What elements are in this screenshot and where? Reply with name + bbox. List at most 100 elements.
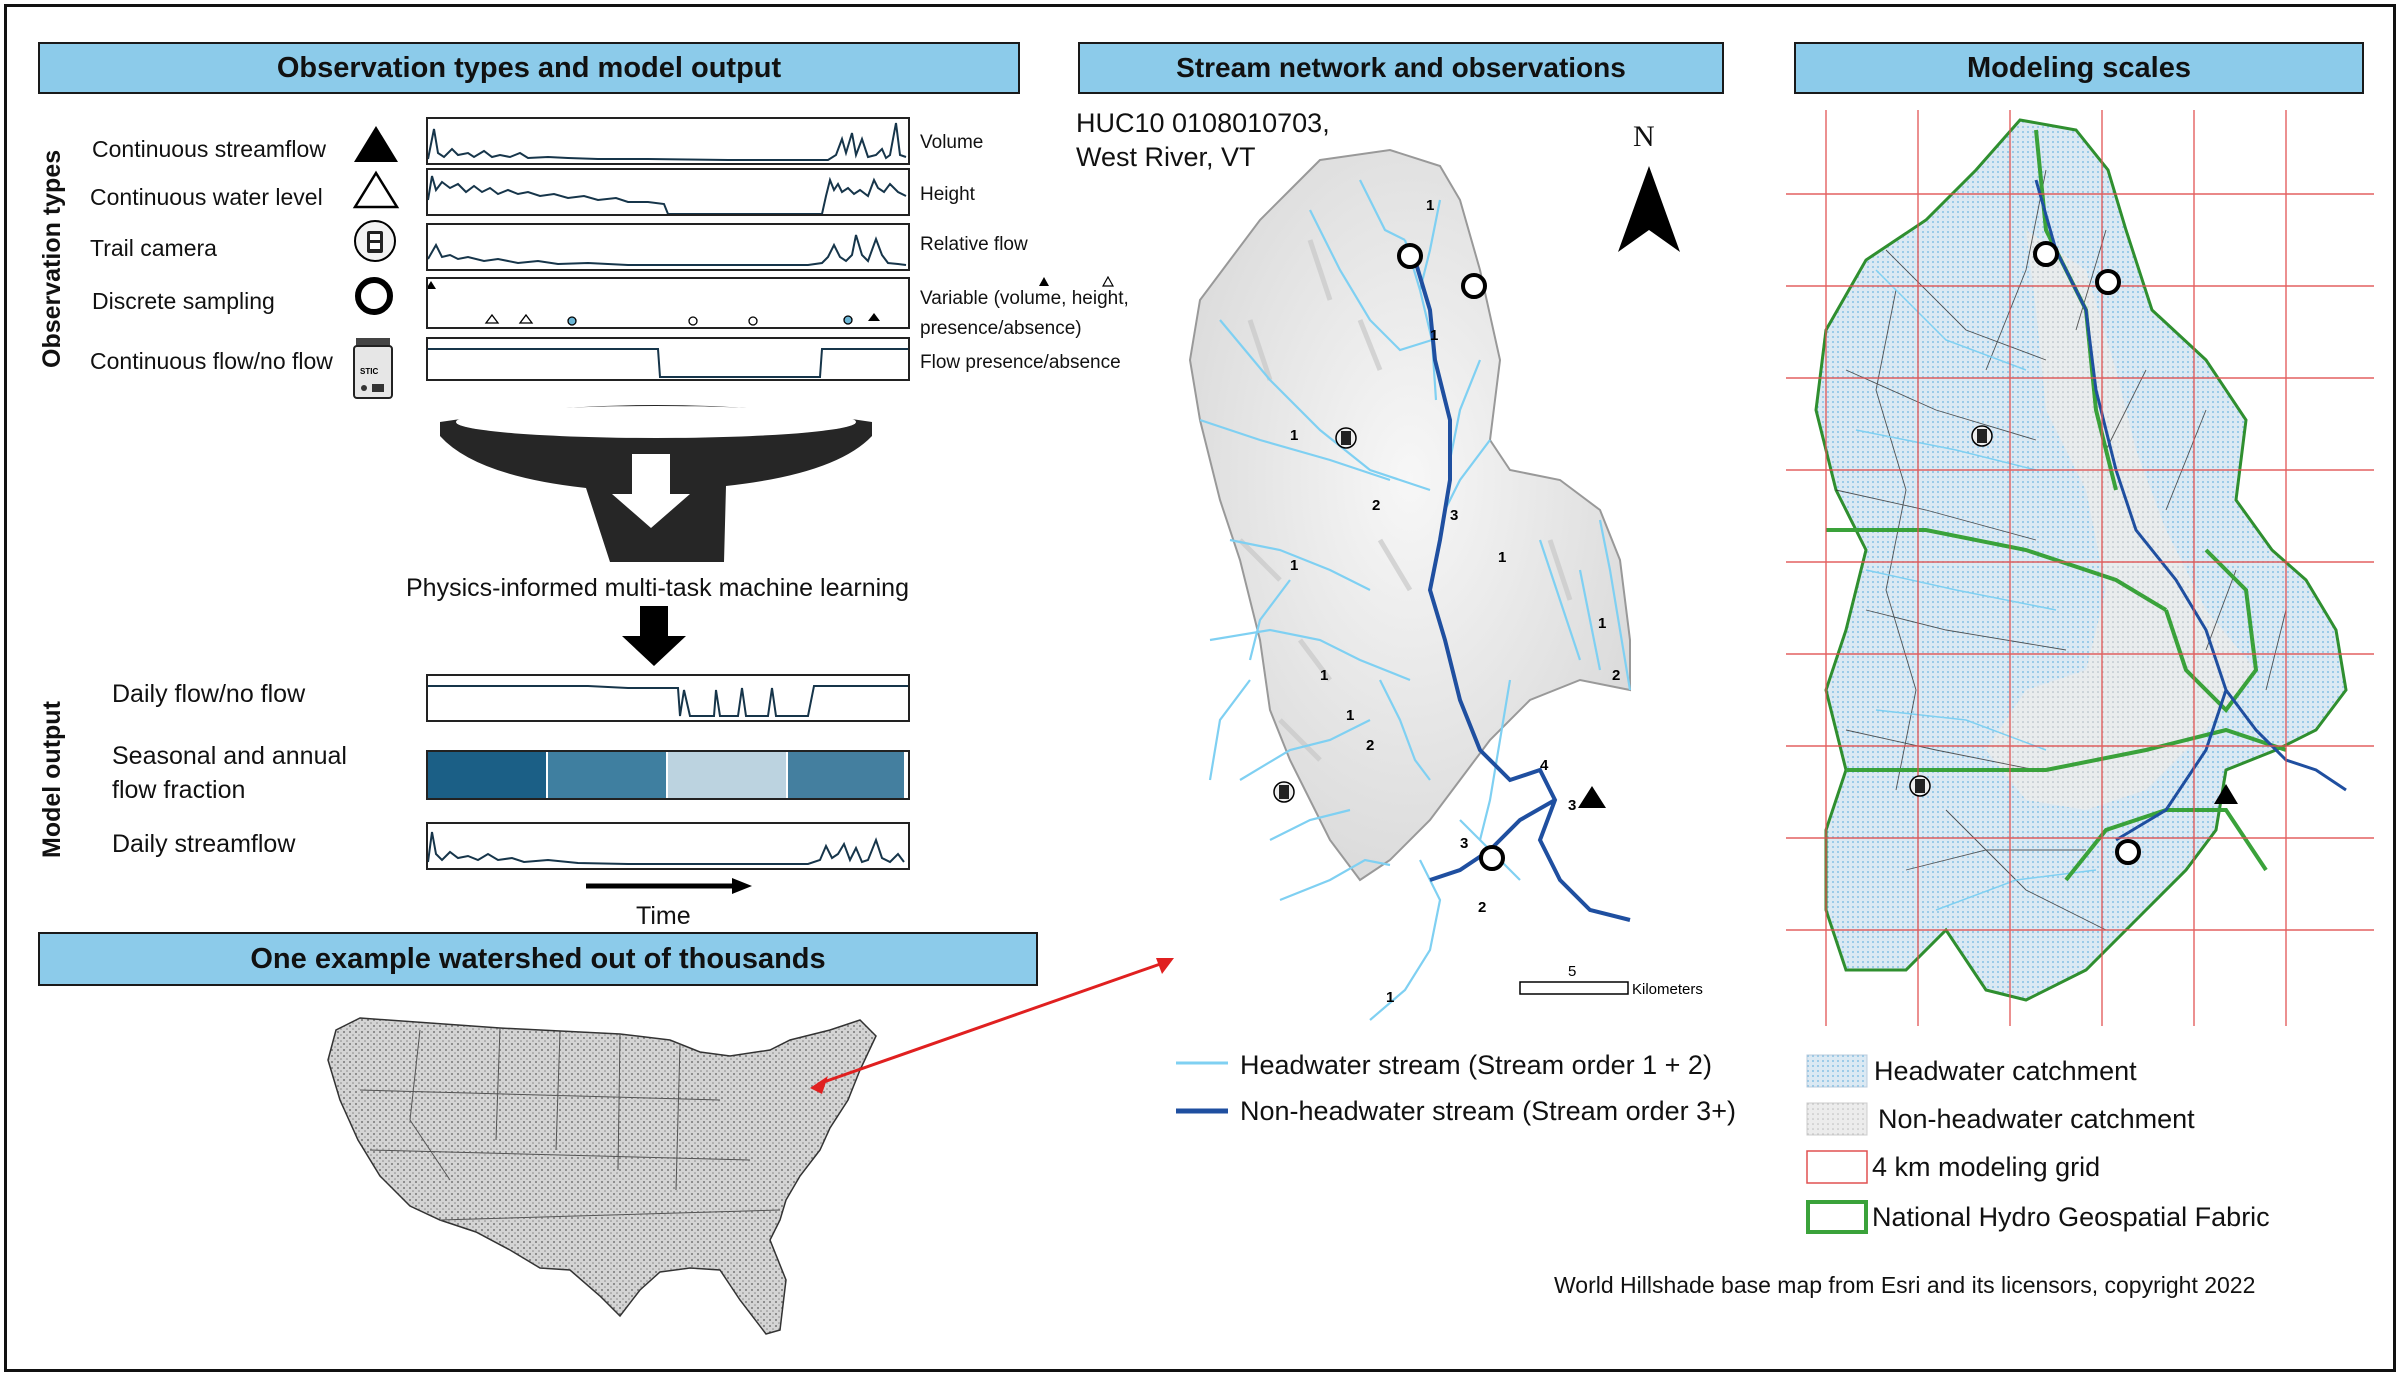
stream-order-label: 3 — [1568, 797, 1576, 814]
ts-discrete — [426, 277, 910, 329]
headwater-swatch — [1806, 1054, 1868, 1088]
obs-name-trail-camera: Trail camera — [90, 235, 217, 261]
time-arrow — [586, 878, 752, 894]
obs-name-discrete-sampling: Discrete sampling — [92, 288, 275, 314]
trail-camera-site — [1909, 775, 1931, 797]
map-title-line1: HUC10 0108010703, — [1076, 108, 1330, 138]
ts-volume — [426, 117, 910, 165]
nhgf-label: National Hydro Geospatial Fabric — [1872, 1202, 2270, 1232]
headwater-stream-legend-line — [1176, 1061, 1228, 1065]
stream-order-label: 1 — [1320, 667, 1328, 684]
headwater-stream-legend-label: Headwater stream (Stream order 1 + 2) — [1240, 1050, 1712, 1080]
trail-camera-site — [1335, 427, 1357, 449]
scale-bar-unit: Kilometers — [1632, 981, 1703, 998]
non-headwater-swatch — [1806, 1102, 1868, 1136]
down-arrow-icon — [622, 606, 686, 666]
modeling-grid — [1786, 110, 2374, 1026]
ts-height — [426, 168, 910, 216]
stream-order-label: 2 — [1366, 737, 1374, 754]
stream-order-label: 2 — [1612, 667, 1620, 684]
modeling-grid-label: 4 km modeling grid — [1872, 1152, 2101, 1182]
streamflow-gauge-site — [2214, 784, 2238, 804]
obs-name-continuous-water-level: Continuous water level — [90, 184, 323, 210]
nhgf-swatch — [1806, 1200, 1868, 1234]
filled-triangle-icon — [354, 126, 398, 162]
non-headwater-stream-legend-label: Non-headwater stream (Stream order 3+) — [1240, 1096, 1736, 1126]
output-daily-flow-no-flow: Daily flow/no flow — [112, 680, 306, 708]
stream-order-label: 1 — [1346, 707, 1354, 724]
discrete-sampling-site — [1461, 273, 1487, 299]
flow-fraction-bar — [426, 750, 910, 800]
non-headwater-stream-legend-line — [1176, 1108, 1228, 1114]
stream-order-label: 2 — [1372, 497, 1380, 514]
headwater-catchment-label: Headwater catchment — [1874, 1056, 2137, 1086]
ts-flow-presence — [426, 337, 910, 381]
obs-name-continuous-streamflow: Continuous streamflow — [92, 136, 326, 162]
open-triangle-icon — [352, 170, 400, 209]
scale-bar-value: 5 — [1568, 963, 1576, 980]
discrete-sampling-site — [2115, 839, 2141, 865]
header-modeling-scales: Modeling scales — [1794, 42, 2364, 94]
fraction-segment-2 — [548, 752, 666, 798]
stream-order-label: 1 — [1290, 557, 1298, 574]
figure-frame — [4, 4, 2396, 1372]
stream-order-label: 3 — [1460, 835, 1468, 852]
measure-relative-flow: Relative flow — [920, 234, 1028, 255]
connector-arrow — [810, 958, 1174, 1094]
non-headwater-catchment-label: Non-headwater catchment — [1878, 1104, 2195, 1134]
stream-order-label: 1 — [1430, 327, 1438, 344]
fraction-segment-3 — [668, 752, 786, 798]
modeling-scales-map — [1786, 110, 2374, 1026]
watershed-outline — [1188, 148, 1631, 882]
stream-order-label: 1 — [1426, 197, 1434, 214]
output-flow-fraction-line1: Seasonal and annual — [112, 742, 347, 770]
output-daily-streamflow: Daily streamflow — [112, 830, 296, 858]
header-stream-network: Stream network and observations — [1078, 42, 1724, 94]
north-label: N — [1633, 120, 1655, 153]
measure-height: Height — [920, 184, 975, 205]
funnel-graphic — [440, 405, 872, 562]
grid-swatch — [1806, 1150, 1868, 1184]
stream-order-label: 1 — [1290, 427, 1298, 444]
stream-order-label: 2 — [1478, 899, 1486, 916]
discrete-sampling-site — [1397, 243, 1423, 269]
inline-filled-triangle-icon — [1039, 277, 1049, 286]
obs-name-continuous-flow-no-flow: Continuous flow/no flow — [90, 348, 333, 374]
header-example-watershed: One example watershed out of thousands — [38, 932, 1038, 986]
trail-camera-icon — [354, 220, 396, 262]
ts-daily-streamflow — [426, 822, 910, 870]
stream-order-label: 3 — [1450, 507, 1458, 524]
discrete-sampling-site — [1479, 845, 1505, 871]
ml-label: Physics-informed multi-task machine lear… — [406, 574, 909, 602]
stream-order-label: 1 — [1598, 615, 1606, 632]
measure-flow-presence: Flow presence/absence — [920, 352, 1121, 373]
label-observation-types: Observation types — [38, 149, 66, 368]
output-flow-fraction-line2: flow fraction — [112, 776, 246, 804]
inline-open-triangle-icon — [1102, 276, 1114, 287]
stream-order-label: 4 — [1540, 757, 1549, 774]
stream-order-label: 1 — [1386, 989, 1394, 1006]
discrete-sampling-site — [2095, 269, 2121, 295]
trail-camera-site — [1971, 425, 1993, 447]
stic-sensor-icon: STIC — [353, 338, 393, 399]
trail-camera-site — [1273, 781, 1295, 803]
measure-variable-line1: Variable (volume, height, — [920, 288, 1129, 309]
label-model-output: Model output — [38, 701, 66, 858]
fraction-segment-1 — [428, 752, 546, 798]
measure-variable-line2: presence/absence) — [920, 318, 1082, 339]
basemap-credit: World Hillshade base map from Esri and i… — [1554, 1272, 2256, 1298]
stream-network-map: 1 1 1 2 1 3 1 2 1 1 4 3 2 1 3 2 1 5 Kilo… — [1188, 148, 1703, 1021]
us-watershed-map — [327, 1017, 877, 1335]
discrete-sampling-site — [2033, 241, 2059, 267]
stream-order-label: 1 — [1498, 549, 1506, 566]
header-observation-types: Observation types and model output — [38, 42, 1020, 94]
map-title-line2: West River, VT — [1076, 142, 1256, 172]
open-circle-icon — [355, 277, 393, 315]
time-label: Time — [636, 902, 691, 930]
measure-volume: Volume — [920, 132, 984, 153]
fraction-segment-4 — [788, 752, 904, 798]
streamflow-gauge-site — [1578, 786, 1606, 808]
ts-daily-flow-no-flow — [426, 674, 910, 722]
stic-label: STIC — [360, 367, 378, 376]
ts-relative-flow — [426, 223, 910, 271]
